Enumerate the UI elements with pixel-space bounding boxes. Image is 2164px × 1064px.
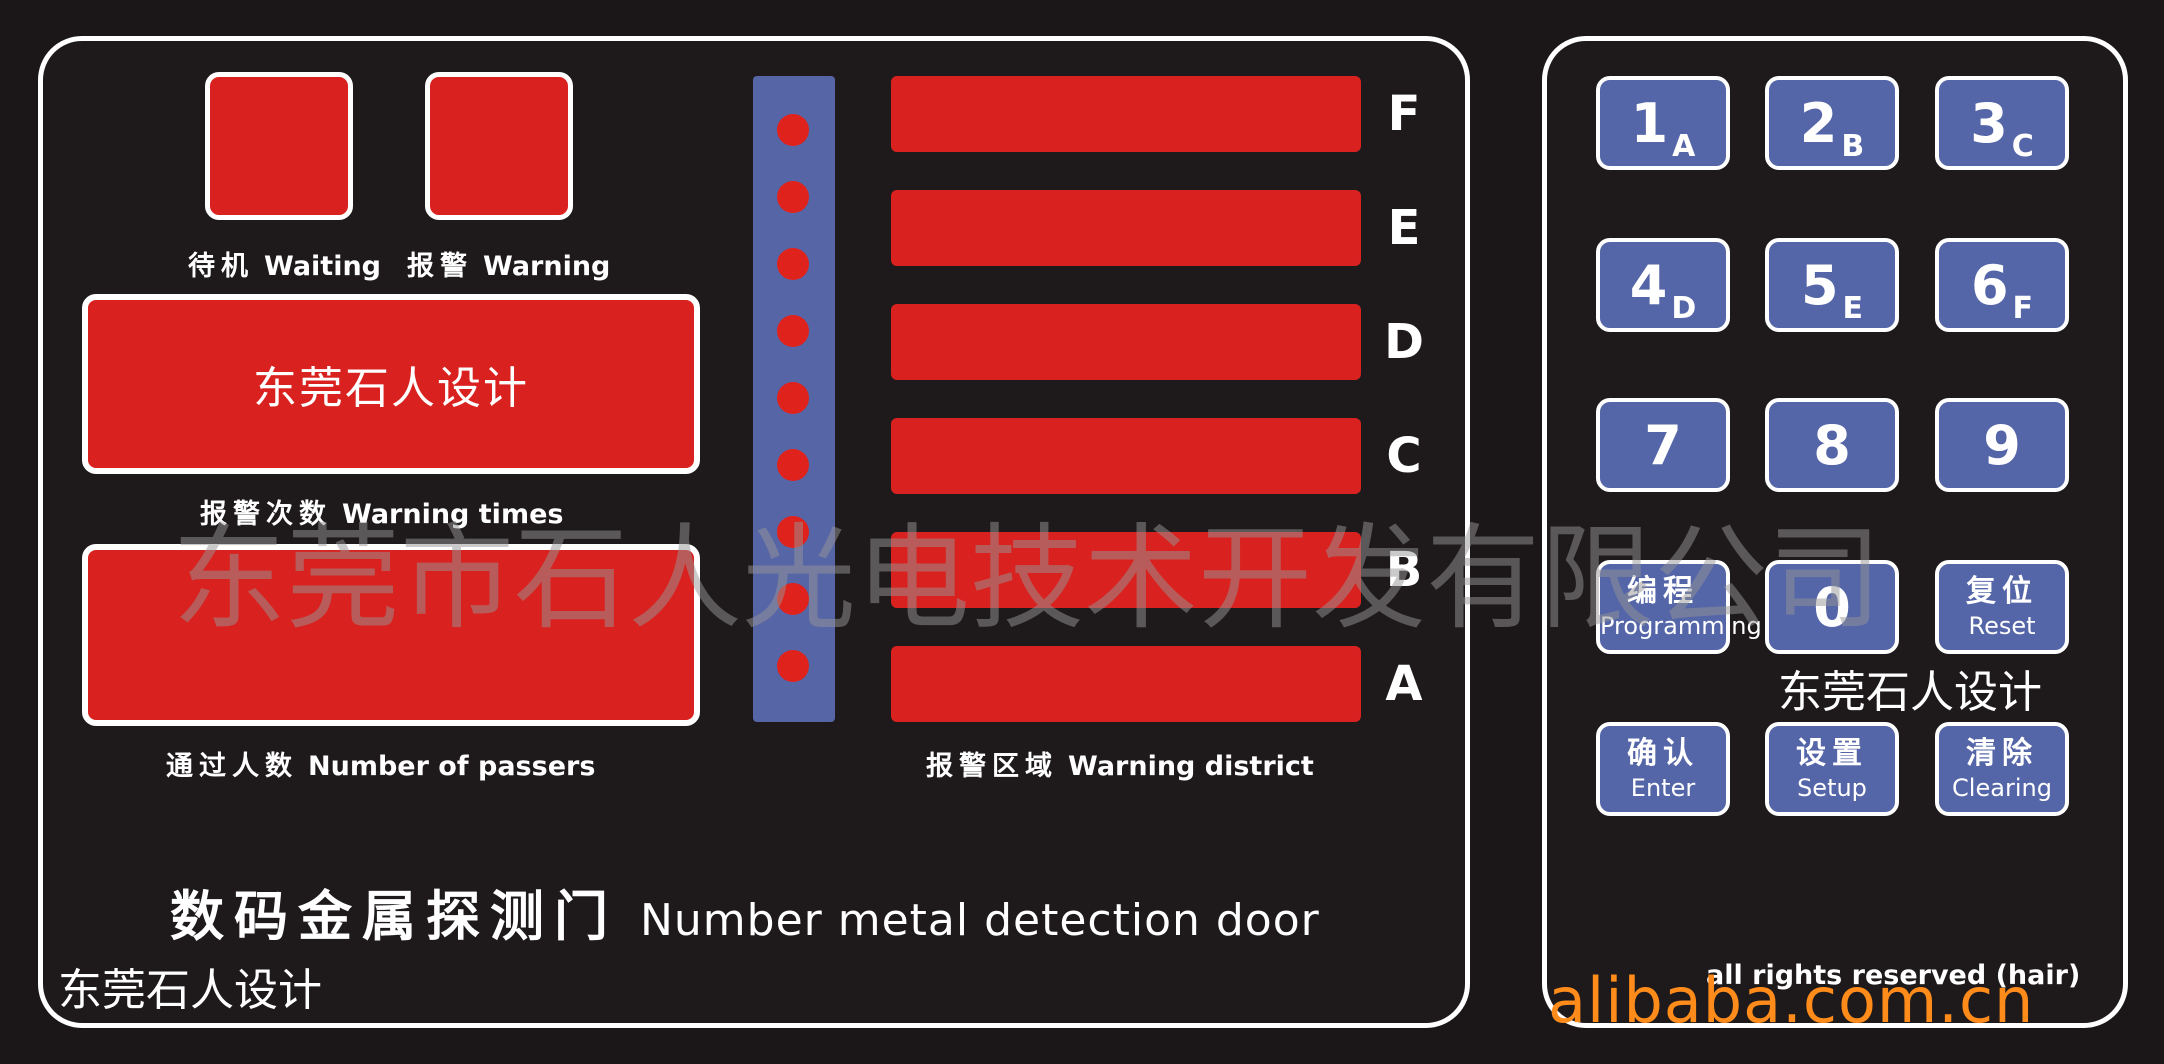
- warning-district-label: 报警区域 Warning district: [926, 744, 1314, 783]
- key-6-letter: F: [2012, 291, 2034, 326]
- zone-bar-a: [891, 646, 1361, 722]
- key-7[interactable]: 7: [1596, 398, 1730, 492]
- key-8[interactable]: 8: [1765, 398, 1899, 492]
- reset-key[interactable]: 复位 Reset: [1935, 560, 2069, 654]
- warning-district-label-en: Warning district: [1068, 751, 1314, 782]
- key-4-digit: 4: [1629, 254, 1668, 317]
- enter-key-zh: 确认: [1627, 736, 1699, 771]
- reset-key-en: Reset: [1968, 612, 2036, 640]
- key-0-digit: 0: [1813, 576, 1851, 639]
- key-5-letter: E: [1842, 291, 1864, 326]
- passers-label-zh: 通过人数: [166, 751, 298, 782]
- warning-times-display-text: 东莞石人设计: [253, 363, 529, 414]
- rights-notice: all rights reserved (hair): [1706, 960, 2081, 991]
- warning-times-label-zh: 报警次数: [200, 499, 332, 530]
- zone-letter-b: B: [1385, 542, 1423, 598]
- zone-bar-b: [891, 532, 1361, 608]
- key-3-digit: 3: [1970, 92, 2008, 155]
- enter-key-en: Enter: [1630, 774, 1696, 802]
- keypad-panel: [1542, 36, 2128, 1028]
- zone-bar-f: [891, 76, 1361, 152]
- clearing-key[interactable]: 清除 Clearing: [1935, 722, 2069, 816]
- led: [777, 449, 809, 481]
- zone-bar-e: [891, 190, 1361, 266]
- product-title-zh: 数码金属探测门: [170, 884, 618, 948]
- key-9[interactable]: 9: [1935, 398, 2069, 492]
- zone-letter-e: E: [1387, 200, 1421, 256]
- warning-times-display: 东莞石人设计: [82, 294, 700, 474]
- passers-label-en: Number of passers: [308, 751, 596, 782]
- key-5-digit: 5: [1800, 254, 1839, 317]
- led: [777, 315, 809, 347]
- warning-district-label-zh: 报警区域: [926, 751, 1058, 782]
- zone-letter-d: D: [1384, 314, 1424, 370]
- key-6-digit: 6: [1970, 254, 2009, 317]
- setup-key-zh: 设置: [1796, 736, 1868, 771]
- waiting-indicator: [205, 72, 353, 220]
- zone-bar-d: [891, 304, 1361, 380]
- led: [777, 181, 809, 213]
- zone-letter-f: F: [1387, 86, 1421, 142]
- company-watermark: 东莞市石人光电技术开发有限公司: [172, 512, 1883, 645]
- passers-label: 通过人数 Number of passers: [166, 744, 595, 783]
- key-8-digit: 8: [1813, 414, 1851, 477]
- programming-key-zh: 编程: [1627, 574, 1699, 609]
- warning-times-label-en: Warning times: [342, 499, 564, 530]
- enter-key[interactable]: 确认 Enter: [1596, 722, 1730, 816]
- zone-bar-c: [891, 418, 1361, 494]
- key-0[interactable]: 0: [1765, 560, 1899, 654]
- warning-label: 报警 Warning: [407, 244, 610, 283]
- warning-times-label: 报警次数 Warning times: [200, 492, 563, 531]
- clearing-key-en: Clearing: [1952, 774, 2052, 802]
- led: [777, 516, 809, 548]
- design-mark-bottom-left: 东莞石人设计: [58, 965, 322, 1016]
- key-1-digit: 1: [1630, 92, 1669, 155]
- led: [777, 650, 809, 682]
- led: [777, 248, 809, 280]
- clearing-key-zh: 清除: [1966, 736, 2038, 771]
- warning-label-en: Warning: [483, 251, 611, 282]
- warning-label-zh: 报警: [407, 251, 473, 282]
- key-3-letter: C: [2011, 129, 2034, 164]
- key-1-letter: A: [1672, 129, 1696, 164]
- led: [777, 583, 809, 615]
- key-2-letter: B: [1841, 129, 1865, 164]
- setup-key[interactable]: 设置 Setup: [1765, 722, 1899, 816]
- product-title-en: Number metal detection door: [640, 895, 1320, 946]
- key-2-digit: 2: [1799, 92, 1838, 155]
- warning-indicator: [425, 72, 573, 220]
- key-7-digit: 7: [1644, 414, 1682, 477]
- led: [777, 382, 809, 414]
- waiting-label: 待机 Waiting: [188, 244, 381, 283]
- zone-letter-c: C: [1386, 428, 1422, 484]
- passers-display: [82, 544, 700, 726]
- key-4-letter: D: [1671, 291, 1697, 326]
- key-9-digit: 9: [1983, 414, 2021, 477]
- led-column: [753, 76, 835, 722]
- product-title: 数码金属探测门 Number metal detection door: [170, 872, 1320, 951]
- site-watermark: alibaba.com.cn: [1548, 964, 2035, 1037]
- reset-key-zh: 复位: [1966, 574, 2038, 609]
- setup-key-en: Setup: [1797, 774, 1867, 802]
- led: [777, 114, 809, 146]
- design-mark-keypad: 东莞石人设计: [1778, 667, 2042, 718]
- waiting-label-en: Waiting: [264, 251, 382, 282]
- waiting-label-zh: 待机: [188, 251, 254, 282]
- zone-letter-a: A: [1385, 656, 1423, 712]
